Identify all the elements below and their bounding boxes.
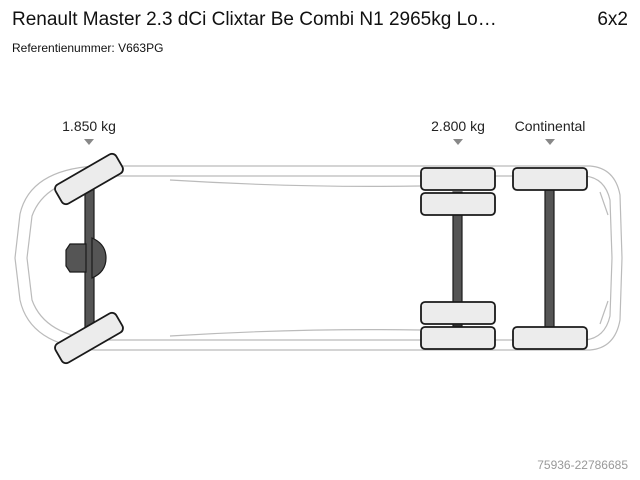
- listing-id: 75936-22786685: [537, 458, 628, 472]
- axle-configuration: 6x2: [597, 9, 628, 30]
- front-axle-arrow-icon: [84, 139, 94, 145]
- reference-label: Referentienummer:: [12, 41, 115, 55]
- tag-axle-arrow-icon: [545, 139, 555, 145]
- front-axle-load-label: 1.850 kg: [62, 118, 116, 134]
- differential-housing-left: [65, 243, 87, 273]
- tag-axle-beam: [544, 189, 555, 329]
- rear-axle-arrow-icon: [453, 139, 463, 145]
- reference-value: V663PG: [118, 41, 164, 55]
- front-left-tire: [54, 152, 124, 206]
- rear-axle-beam: [452, 191, 463, 327]
- front-right-tire: [54, 311, 124, 365]
- tag-left-tire: [512, 167, 588, 191]
- rear-axle-load-label: 2.800 kg: [431, 118, 485, 134]
- differential-housing: [91, 237, 107, 279]
- tag-axle: [512, 167, 588, 350]
- rear-left-inner-tire: [420, 192, 496, 216]
- rear-right-inner-tire: [420, 301, 496, 325]
- reference-number: Referentienummer: V663PG: [12, 41, 163, 55]
- front-axle: [54, 152, 124, 365]
- rear-axle: [420, 167, 496, 350]
- tag-axle-brand-label: Continental: [515, 118, 586, 134]
- rear-right-outer-tire: [420, 326, 496, 350]
- tag-right-tire: [512, 326, 588, 350]
- rear-left-outer-tire: [420, 167, 496, 191]
- header: Renault Master 2.3 dCi Clixtar Be Combi …: [12, 8, 628, 36]
